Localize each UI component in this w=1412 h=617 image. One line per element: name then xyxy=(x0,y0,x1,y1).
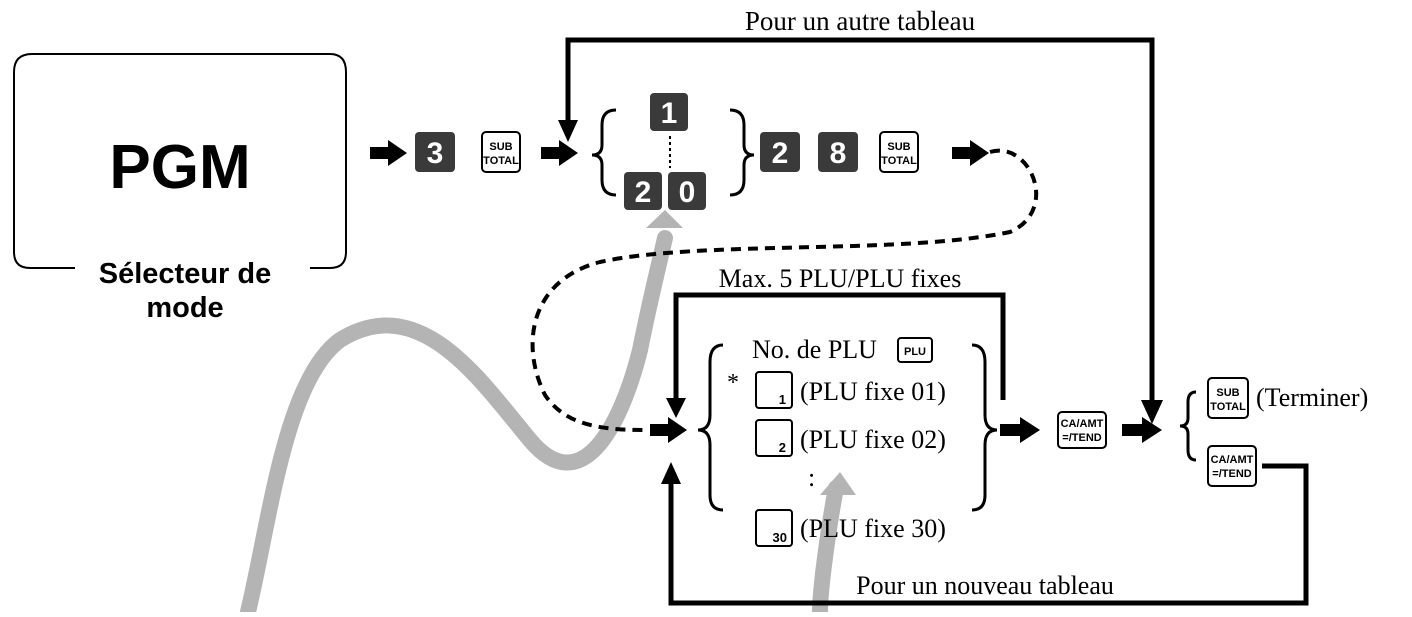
svg-text:8: 8 xyxy=(830,137,847,170)
svg-text:1: 1 xyxy=(661,97,678,130)
row2-arrows xyxy=(1000,417,1162,443)
mode-box-outline xyxy=(13,53,347,269)
plu-number-label: No. de PLU xyxy=(752,335,877,364)
svg-text:PLU: PLU xyxy=(904,346,926,358)
plu-key: PLU xyxy=(897,337,933,363)
arrow-2 xyxy=(541,140,578,166)
top-loop-line xyxy=(565,37,1155,414)
mode-caption-line1: Sélecteur de xyxy=(99,258,271,290)
arrow-to-ca xyxy=(1000,417,1040,443)
fixed-plu-key-2: 2 xyxy=(755,419,793,457)
left-brace-2 xyxy=(697,343,724,512)
svg-text:30: 30 xyxy=(773,530,787,545)
subtotal-key-2: SUB TOTAL xyxy=(879,131,919,173)
left-brace-1 xyxy=(591,108,617,197)
svg-text:CA/AMT: CA/AMT xyxy=(1211,454,1254,466)
ca-amt-key-2: CA/AMT =/TEND xyxy=(1207,445,1257,487)
max-loop-arrowhead xyxy=(666,398,686,418)
top-loop-arrowhead xyxy=(558,120,578,142)
row1-arrows xyxy=(370,140,989,166)
gray-arrowhead-left xyxy=(646,210,683,228)
bottom-loop-label: Pour un nouveau tableau xyxy=(856,571,1114,600)
arrow-3 xyxy=(952,140,989,166)
svg-text:SUB: SUB xyxy=(887,141,910,153)
key-3-label: 3 xyxy=(427,137,444,170)
svg-text:=/TEND: =/TEND xyxy=(1062,432,1101,444)
svg-text:1: 1 xyxy=(779,392,786,407)
bottom-loop-line xyxy=(668,463,1309,606)
svg-text:2: 2 xyxy=(635,176,652,209)
top-loop-label: Pour un autre tableau xyxy=(745,6,976,36)
svg-text:TOTAL: TOTAL xyxy=(483,155,519,167)
key-3: 3 xyxy=(415,132,455,172)
brace-group-2 xyxy=(697,343,998,512)
key-8: 8 xyxy=(818,132,858,172)
svg-text:SUB: SUB xyxy=(1216,387,1239,399)
key-2-first: 2 xyxy=(624,172,662,210)
ca-amt-key-1: CA/AMT =/TEND xyxy=(1057,411,1107,449)
max-loop: Max. 5 PLU/PLU fixes xyxy=(666,264,1006,418)
svg-text:2: 2 xyxy=(772,137,789,170)
svg-text:TOTAL: TOTAL xyxy=(1210,401,1246,413)
key-0: 0 xyxy=(668,172,706,210)
fixe-01-label: (PLU fixe 01) xyxy=(800,377,946,406)
list-ellipsis-colon: : xyxy=(808,463,815,492)
gray-curve-bottom xyxy=(812,480,844,617)
arrow-1 xyxy=(370,140,407,166)
mode-title: PGM xyxy=(109,133,250,202)
bottom-loop-arrowhead xyxy=(661,462,681,484)
fixe-30-label: (PLU fixe 30) xyxy=(800,514,946,543)
key-2: 2 xyxy=(760,132,800,172)
top-loop-down-arrowhead xyxy=(1141,400,1163,424)
bottom-loop: Pour un nouveau tableau xyxy=(661,462,1309,606)
dashed-connector xyxy=(530,148,1039,432)
subtotal-key-3: SUB TOTAL xyxy=(1207,377,1249,419)
svg-text:0: 0 xyxy=(679,176,696,209)
fixe-02-label: (PLU fixe 02) xyxy=(800,425,946,454)
left-brace-3 xyxy=(1179,390,1197,462)
mode-selector: PGM Sélecteur de mode xyxy=(13,53,347,324)
max-loop-line xyxy=(673,292,1006,400)
fixed-plu-key-1: 1 xyxy=(755,371,793,409)
svg-text:SUB: SUB xyxy=(489,141,512,153)
svg-text:=/TEND: =/TEND xyxy=(1212,468,1251,480)
fixed-plu-key-30: 30 xyxy=(755,509,793,547)
asterisk: * xyxy=(727,370,739,396)
subtotal-key-1: SUB TOTAL xyxy=(481,131,521,173)
brace-group-1 xyxy=(591,108,755,197)
svg-text:TOTAL: TOTAL xyxy=(881,155,917,167)
arrow-to-choice xyxy=(1122,417,1162,443)
gray-curve-left xyxy=(240,230,673,617)
gray-arrowhead-bottom xyxy=(820,472,856,495)
svg-text:2: 2 xyxy=(779,440,786,455)
right-brace-1 xyxy=(729,108,755,197)
terminer-label: (Terminer) xyxy=(1256,383,1368,412)
right-brace-2 xyxy=(971,343,998,512)
max-loop-label: Max. 5 PLU/PLU fixes xyxy=(719,264,962,293)
mode-caption-line2: mode xyxy=(146,292,223,324)
top-loop: Pour un autre tableau xyxy=(558,6,1163,424)
svg-text:CA/AMT: CA/AMT xyxy=(1061,418,1104,430)
key-1: 1 xyxy=(650,93,688,131)
row2-entry-arrow xyxy=(650,417,687,443)
